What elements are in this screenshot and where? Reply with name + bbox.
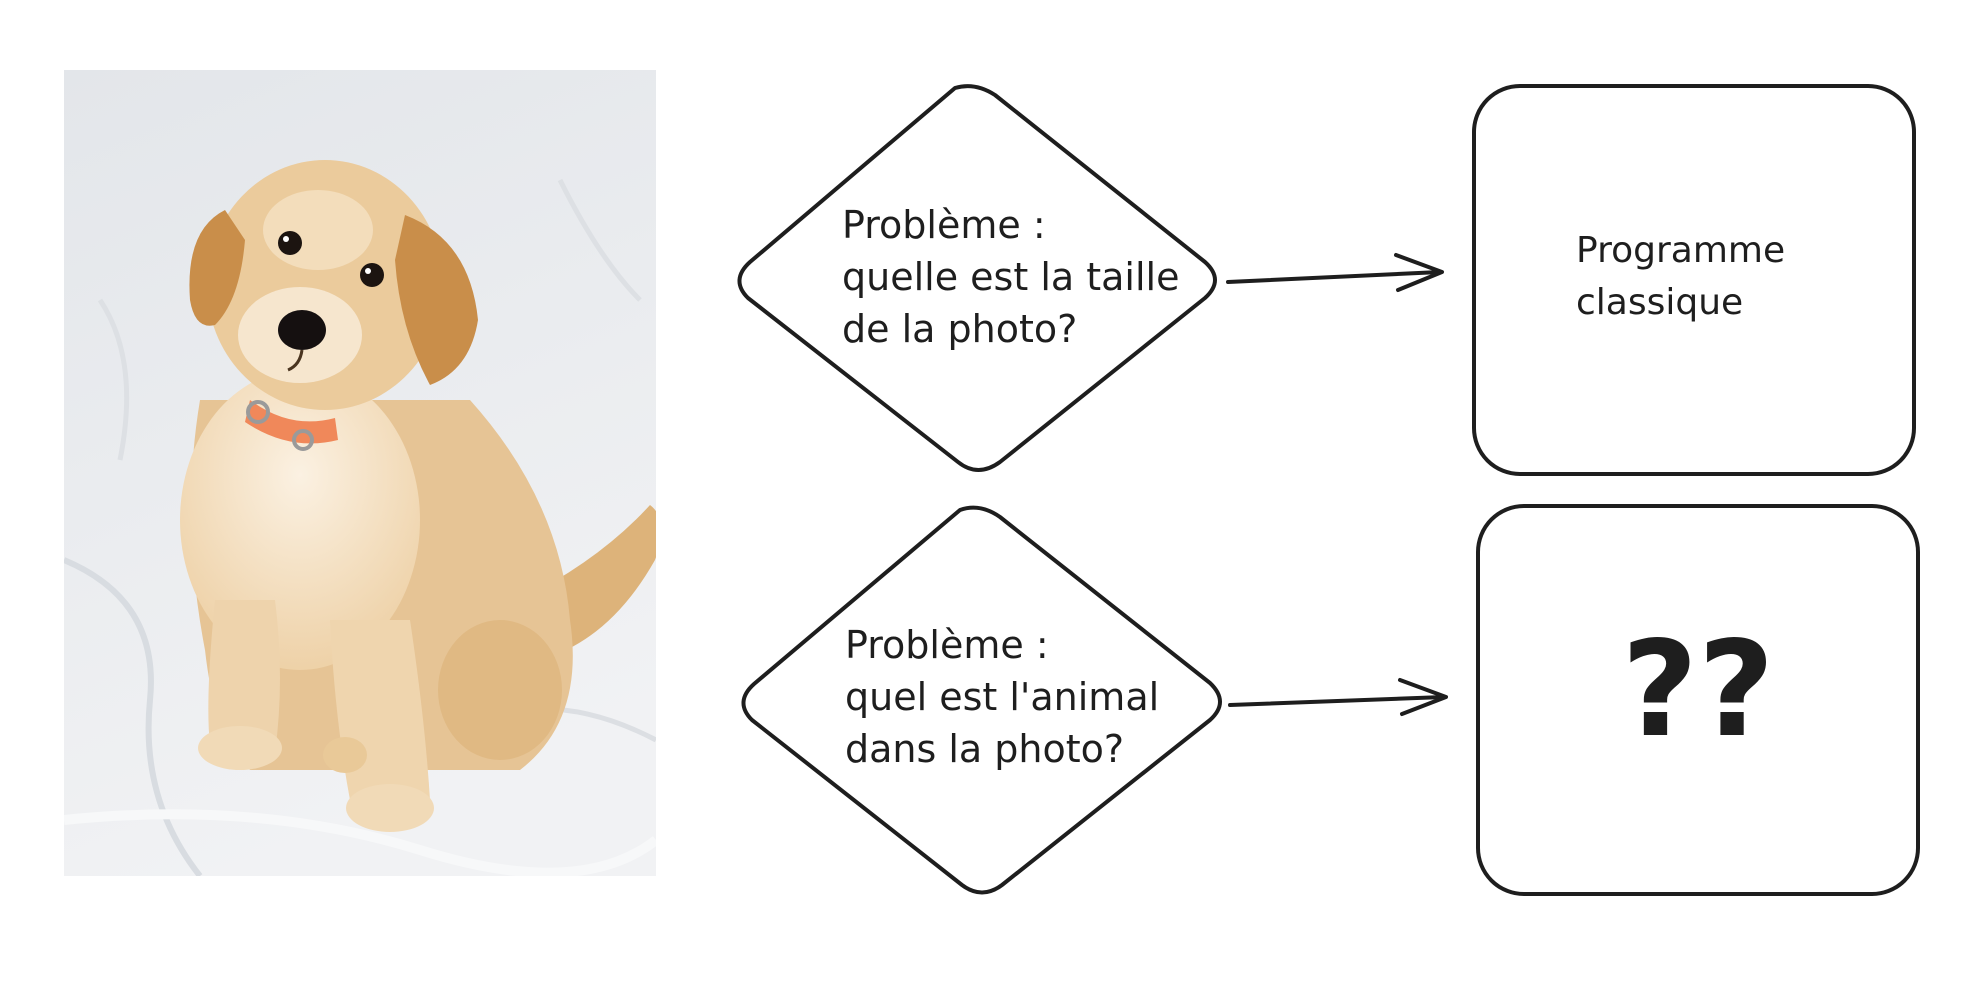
- collar-ring: [292, 429, 314, 451]
- puppy-collar: [245, 400, 338, 444]
- question-line: dans la photo?: [845, 727, 1124, 771]
- puppy-photo: [64, 70, 656, 876]
- eye-glint: [283, 236, 289, 242]
- result-node-1: Programme classique: [1472, 84, 1916, 476]
- decision-diamond: [737, 84, 1217, 472]
- question-line: quelle est la taille: [842, 255, 1179, 299]
- result-box: [1476, 504, 1920, 896]
- puppy-ear-right: [395, 215, 478, 385]
- arrow-line: [1226, 270, 1442, 284]
- arrow-head: [1398, 678, 1448, 716]
- question-node-1: Problème : quelle est la taille de la ph…: [737, 84, 1217, 472]
- arrow-1: [1226, 253, 1444, 292]
- question-line: quel est l'animal: [845, 675, 1159, 719]
- puppy-nose: [278, 310, 326, 350]
- puppy-front-leg-left: [208, 600, 280, 760]
- arrow-head: [1394, 253, 1444, 292]
- question-line: de la photo?: [842, 307, 1077, 351]
- result-node-2: ??: [1476, 504, 1920, 896]
- sheet-fold: [97, 298, 130, 461]
- puppy-ear-left: [189, 210, 245, 326]
- result-text: Programme classique: [1576, 230, 1797, 323]
- eye-glint: [365, 268, 371, 274]
- arrow-line: [1228, 695, 1446, 707]
- question-text: Problème : quelle est la taille de la ph…: [842, 203, 1192, 351]
- unknown-result-text: ??: [1621, 613, 1774, 767]
- decision-diamond: [741, 505, 1222, 895]
- sheet-fold: [64, 809, 656, 876]
- question-node-2: Problème : quel est l'animal dans la pho…: [741, 505, 1222, 895]
- puppy-paw: [198, 726, 282, 770]
- question-text: Problème : quel est l'animal dans la pho…: [845, 623, 1171, 771]
- arrow-2: [1228, 678, 1448, 716]
- puppy-eye-right: [360, 263, 384, 287]
- question-line: Problème :: [842, 203, 1046, 247]
- puppy-eye-left: [278, 231, 302, 255]
- sheet-fold: [64, 557, 203, 876]
- sheet-fold: [557, 178, 642, 302]
- puppy-chest: [180, 370, 420, 670]
- result-line: classique: [1576, 282, 1743, 323]
- result-line: Programme: [1576, 230, 1785, 271]
- question-line: Problème :: [845, 623, 1049, 667]
- puppy-hind-leg: [438, 620, 562, 760]
- puppy-paw: [323, 737, 367, 773]
- puppy-forehead: [263, 190, 373, 270]
- puppy-mouth: [287, 349, 304, 372]
- result-box: [1472, 84, 1916, 476]
- collar-ring: [246, 400, 270, 424]
- puppy-paw: [346, 784, 434, 832]
